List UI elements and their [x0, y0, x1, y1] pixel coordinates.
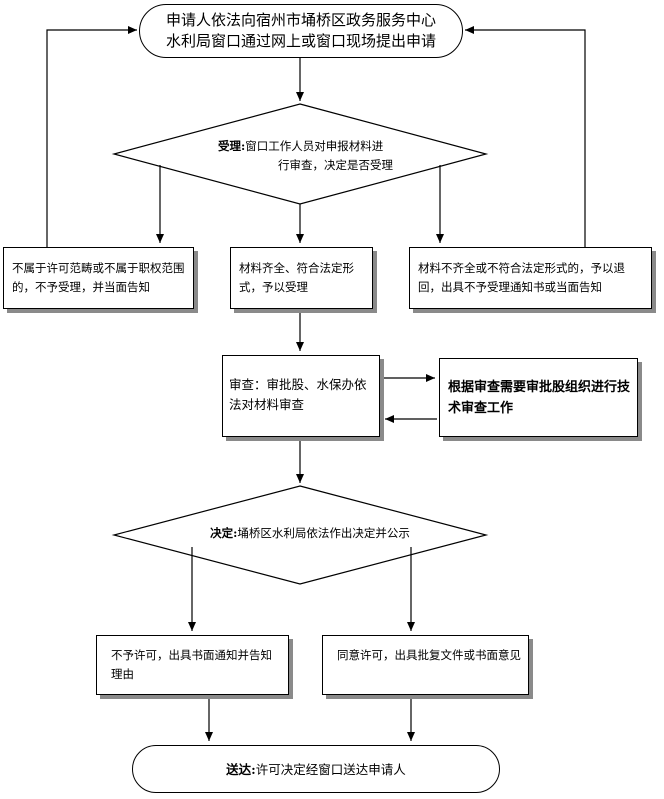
decision-label: 决定: [210, 526, 238, 540]
reject-scope-box: 不属于许可范畴或不属于职权范围的，不予受理，并当面告知 [3, 247, 194, 309]
accept-text-2: 行审查，决定是否受理 [278, 158, 393, 172]
review-text: 审查：审批股、水保办依法对材料审查 [229, 377, 367, 412]
accept-diamond-text: 受理:窗口工作人员对申报材料进 行审查，决定是否受理 [180, 137, 430, 175]
review-box: 审查：审批股、水保办依法对材料审查 [222, 355, 380, 437]
decision-diamond-text: 决定:埇桥区水利局依法作出决定并公示 [170, 524, 450, 543]
start-terminal: 申请人依法向宿州市埇桥区政务服务中心 水利局窗口通过网上或窗口现场提出申请 [139, 4, 463, 58]
deliver-text: 许可决定经窗口送达申请人 [255, 762, 406, 777]
reject-scope-text: 不属于许可范畴或不属于职权范围的，不予受理，并当面告知 [12, 261, 185, 294]
deliver-terminal: 送达:许可决定经窗口送达申请人 [132, 745, 500, 793]
deny-box: 不予许可，出具书面通知并告知理由 [96, 635, 289, 695]
return-docs-text: 材料不齐全或不符合法定形式的，予以退回，出具不予受理通知书或当面告知 [418, 261, 625, 294]
accept-ok-text: 材料齐全、符合法定形式，予以受理 [239, 261, 354, 294]
accept-ok-box: 材料齐全、符合法定形式，予以受理 [230, 247, 373, 309]
decision-text: 埇桥区水利局依法作出决定并公示 [237, 526, 410, 540]
accept-label: 受理: [218, 139, 246, 153]
start-line-2: 水利局窗口通过网上或窗口现场提出申请 [165, 32, 436, 50]
return-docs-box: 材料不齐全或不符合法定形式的，予以退回，出具不予受理通知书或当面告知 [409, 247, 652, 309]
accept-text-1: 窗口工作人员对申报材料进 [245, 139, 384, 153]
tech-review-text: 根据审查需要审批股组织进行技术审查工作 [448, 380, 631, 416]
deny-text: 不予许可，出具书面通知并告知理由 [111, 648, 272, 681]
approve-box: 同意许可，出具批复文件或书面意见 [322, 635, 529, 695]
deliver-label: 送达: [226, 762, 256, 777]
tech-review-box: 根据审查需要审批股组织进行技术审查工作 [439, 358, 638, 437]
start-line-1: 申请人依法向宿州市埇桥区政务服务中心 [165, 11, 436, 29]
approve-text: 同意许可，出具批复文件或书面意见 [337, 648, 521, 662]
